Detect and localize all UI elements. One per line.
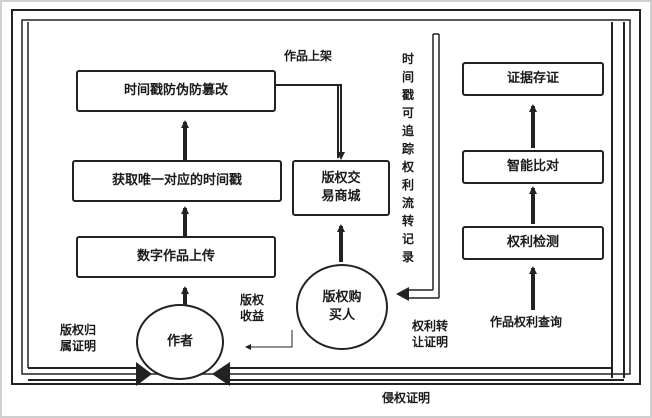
evidence-box: 证据存证 <box>462 62 604 96</box>
ownership-label: 版权归 属证明 <box>60 322 96 354</box>
smart-compare-box: 智能比对 <box>462 150 604 184</box>
rights-detect-box: 权利检测 <box>462 226 604 260</box>
inner-border <box>21 19 631 375</box>
copyright-mall-box: 版权交 易商城 <box>292 160 390 216</box>
upload-text: 数字作品上传 <box>136 249 215 264</box>
infringement-label: 侵权证明 <box>382 391 431 405</box>
smart-compare-text: 智能比对 <box>506 159 559 174</box>
trace-vertical-label: 时间戳可追踪权利流转记录 <box>401 52 414 264</box>
get-timestamp-text: 获取唯一对应的时间戳 <box>111 173 242 188</box>
transfer-label: 权利转 让证明 <box>412 318 448 350</box>
buyer-node: 版权购 买人 <box>296 264 388 350</box>
rights-query-label: 作品权利查询 <box>490 315 563 329</box>
mall-line2: 易商城 <box>321 189 361 204</box>
outer-border <box>11 9 641 385</box>
income-line2: 收益 <box>240 309 265 323</box>
ownership-line2: 属证明 <box>60 339 97 353</box>
ownership-line1: 版权归 <box>60 323 97 337</box>
evidence-text: 证据存证 <box>506 71 559 86</box>
buyer-line1: 版权购 <box>322 290 362 305</box>
timestamp-tamper-box: 时间戳防伪防篡改 <box>76 70 276 112</box>
transfer-line1: 权利转 <box>412 319 449 333</box>
get-timestamp-box: 获取唯一对应的时间戳 <box>72 160 282 202</box>
income-line1: 版权 <box>240 293 265 307</box>
author-text: 作者 <box>166 334 193 349</box>
ownership-arrow-head <box>136 362 152 386</box>
rights-detect-text: 权利检测 <box>506 235 559 250</box>
buyer-line2: 买人 <box>328 308 355 323</box>
income-label: 版权 收益 <box>240 292 264 324</box>
listing-label: 作品上架 <box>284 49 333 63</box>
transfer-line2: 让证明 <box>412 335 449 349</box>
mall-line1: 版权交 <box>321 171 361 186</box>
author-node: 作者 <box>136 304 224 380</box>
timestamp-tamper-text: 时间戳防伪防篡改 <box>123 83 228 98</box>
infringement-arrow-head <box>212 362 230 386</box>
upload-box: 数字作品上传 <box>76 236 276 278</box>
